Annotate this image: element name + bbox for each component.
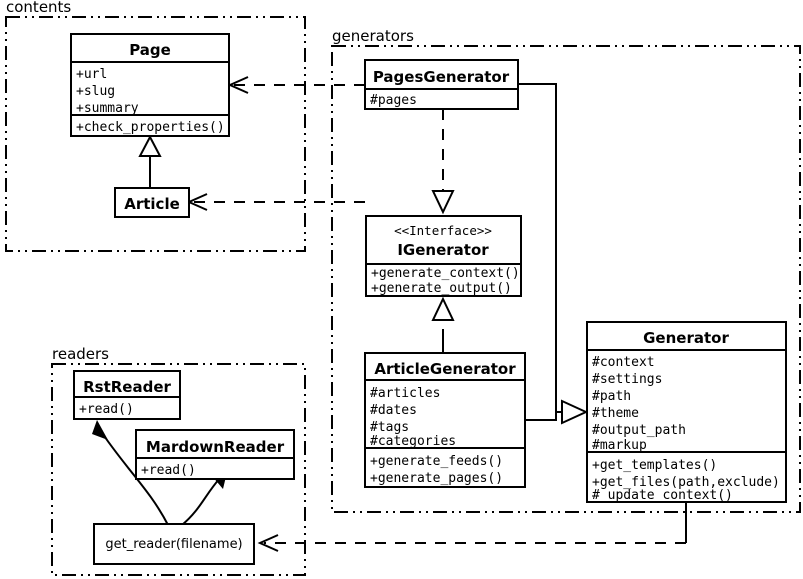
class-article[interactable]: Article: [114, 187, 190, 218]
class-articlegenerator[interactable]: ArticleGenerator #articles #dates #tags …: [364, 352, 526, 488]
class-mardownreader-frame: [135, 429, 295, 480]
relation-generator-getreader: [257, 502, 687, 552]
class-generator-method: +get_templates(): [592, 458, 717, 473]
class-article-title: Article: [124, 195, 180, 213]
package-readers: readers: [51, 345, 306, 576]
package-readers-label: readers: [52, 345, 109, 363]
class-page-method: +check_properties(): [76, 120, 225, 135]
relation-articlegenerator-igenerator-triangle: [431, 296, 455, 321]
class-generator-frame: [586, 321, 787, 503]
class-generator-attribute: #settings: [592, 372, 662, 387]
class-igenerator[interactable]: <<Interface>> IGenerator +generate_conte…: [365, 215, 522, 297]
class-rstreader-title: RstReader: [83, 378, 171, 396]
class-rstreader[interactable]: RstReader +read(): [73, 370, 181, 420]
class-articlegenerator-attribute: #tags: [370, 420, 409, 435]
relation-getreader-mardownreader-curve: [181, 477, 221, 526]
class-page[interactable]: Page +url +slug +summary +check_properti…: [70, 33, 230, 137]
relation-articlegenerator-igenerator: [431, 296, 455, 353]
class-generator-attribute: #markup: [592, 438, 647, 453]
relation-pagesgenerator-igenerator-triangle: [431, 190, 455, 215]
class-article-frame: [114, 187, 190, 218]
function-get-reader-label: get_reader(filename): [105, 537, 242, 552]
class-pagesgenerator[interactable]: PagesGenerator #pages: [364, 59, 519, 110]
relation-generator-triangle: [561, 399, 589, 425]
class-generator-attribute: #theme: [592, 406, 639, 421]
class-page-attribute: +url: [76, 67, 107, 82]
class-mardownreader-title: MardownReader: [146, 438, 285, 456]
relation-articlegenerator-generator: [525, 399, 589, 425]
class-page-frame: [70, 33, 230, 137]
relation-article-page-triangle: [138, 134, 162, 157]
function-get-reader[interactable]: get_reader(filename): [93, 523, 255, 565]
class-articlegenerator-attribute: #articles: [370, 386, 440, 401]
package-generators: generators: [331, 27, 801, 513]
class-igenerator-frame: [365, 215, 522, 297]
relation-pagesgenerator-generator: [518, 83, 557, 412]
class-page-attribute: +slug: [76, 84, 115, 99]
package-contents: contents: [5, 0, 306, 252]
class-articlegenerator-frame: [364, 352, 526, 488]
class-page-title: Page: [129, 41, 171, 59]
class-generator[interactable]: Generator #context #settings #path #them…: [586, 321, 787, 503]
class-pagesgenerator-attribute: #pages: [370, 93, 417, 108]
class-generator-method: #_update_context(): [592, 488, 733, 503]
relation-generator-getreader-arrowhead: [257, 534, 279, 552]
class-rstreader-method: +read(): [79, 402, 134, 417]
relation-articlegenerator-article: [186, 193, 365, 211]
relation-pagesgenerator-igenerator: [431, 109, 455, 215]
class-igenerator-method: +generate_output(): [371, 281, 512, 296]
relation-articlegenerator-generator-line: [525, 411, 562, 421]
class-articlegenerator-method: +generate_feeds(): [370, 454, 503, 469]
class-igenerator-method: +generate_context(): [371, 266, 520, 281]
relation-pagesgenerator-page: [227, 76, 365, 94]
class-mardownreader[interactable]: MardownReader +read(): [135, 429, 295, 480]
class-articlegenerator-attribute: #categories: [370, 434, 456, 449]
package-generators-border: [331, 45, 801, 513]
class-pagesgenerator-frame: [364, 59, 519, 110]
package-contents-border: [5, 16, 306, 252]
class-generator-attribute: #output_path: [592, 423, 686, 438]
class-pagesgenerator-title: PagesGenerator: [373, 68, 510, 86]
class-articlegenerator-method: +generate_pages(): [370, 471, 503, 486]
class-generator-title: Generator: [643, 329, 729, 347]
class-igenerator-stereotype: <<Interface>>: [394, 223, 492, 238]
class-rstreader-frame: [73, 370, 181, 420]
relation-pagesgenerator-generator-line: [518, 83, 557, 412]
relation-article-page: [138, 134, 162, 188]
function-get-reader-frame: [93, 523, 255, 565]
class-igenerator-title: IGenerator: [397, 241, 489, 259]
class-generator-attribute: #path: [592, 389, 631, 404]
relation-getreader-rstreader-arrowhead: [92, 420, 108, 440]
class-articlegenerator-attribute: #dates: [370, 403, 417, 418]
class-articlegenerator-title: ArticleGenerator: [374, 360, 516, 378]
package-generators-label: generators: [332, 27, 414, 45]
class-mardownreader-method: +read(): [141, 463, 196, 478]
package-readers-border: [51, 363, 306, 576]
class-generator-attribute: #context: [592, 355, 655, 370]
package-contents-label: contents: [6, 0, 71, 16]
class-generator-method: +get_files(path,exclude): [592, 475, 780, 490]
class-page-attribute: +summary: [76, 101, 139, 116]
